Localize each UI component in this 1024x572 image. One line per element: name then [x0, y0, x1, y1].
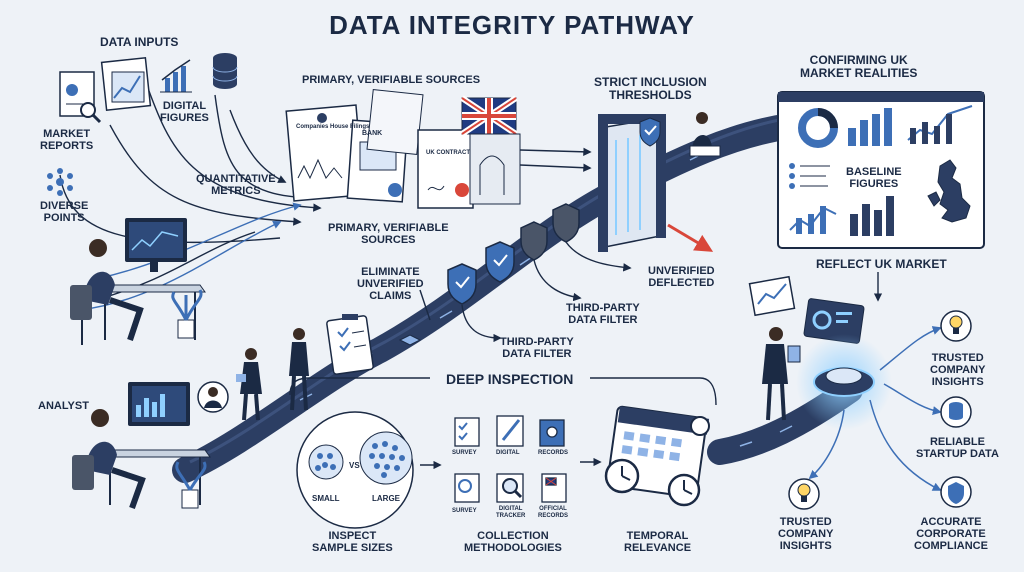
shield-icons: [447, 203, 580, 305]
presenter-figure: [762, 327, 801, 421]
uk-map-icon: [927, 159, 971, 223]
doc-bank: BANK: [362, 130, 383, 137]
shield-check-icon: [485, 241, 515, 283]
label-large: LARGE: [372, 494, 400, 503]
dashboard-panel: [777, 91, 985, 249]
label-analyst: ANALYST: [38, 400, 89, 412]
uk-flag-icon: [460, 95, 521, 205]
label-vs: VS: [349, 461, 360, 470]
method-survey-1: SURVEY: [452, 450, 477, 456]
shield-check-icon: [447, 263, 477, 305]
database-outcome-icon: [940, 396, 972, 428]
label-deep-inspection: DEEP INSPECTION: [446, 371, 574, 387]
hub-links: [808, 326, 942, 491]
clock-icon: [604, 416, 710, 507]
digital-chart-icon: [100, 57, 152, 111]
label-small: SMALL: [312, 494, 340, 503]
methodology-icons: [454, 415, 567, 503]
method-survey-2: SURVEY: [452, 508, 477, 514]
method-digital: DIGITAL: [496, 450, 520, 456]
inclusion-gate: [598, 112, 721, 252]
page-title: DATA INTEGRITY PATHWAY: [329, 10, 695, 40]
label-data-inputs: DATA INPUTS: [100, 35, 179, 49]
bar-chart-icon: [160, 59, 192, 93]
doc-uk-contract: UK CONTRACT: [426, 150, 470, 156]
analyst-desk-bottom: [72, 382, 211, 510]
doc-companies-house: Companies House Filings: [296, 124, 370, 130]
deep-inspection-bracket: [289, 377, 717, 406]
network-icon: [47, 168, 73, 196]
lightbulb-icon: [940, 310, 972, 342]
filter-arrows: [419, 241, 632, 343]
document-stack: [285, 89, 474, 209]
floating-chart-card: [748, 275, 796, 317]
input-flow-lines-blue: [79, 202, 302, 311]
plant-icon: [171, 289, 203, 339]
analyst-desk-top: [70, 218, 206, 345]
report-icon: [59, 71, 102, 124]
method-records: RECORDS: [538, 450, 569, 456]
label-primary-sources-top: PRIMARY, VERIFIABLE SOURCES: [302, 74, 481, 86]
filter-token: [398, 334, 422, 346]
shield-outcome-icon: [940, 476, 972, 508]
lightbulb-bottom-icon: [788, 478, 820, 510]
label-reflect-uk-market: REFLECT UK MARKET: [816, 257, 947, 271]
display-screen: [803, 298, 865, 344]
database-icon: [212, 53, 238, 89]
sample-size-panel: [296, 411, 414, 529]
people-walking: [197, 328, 309, 421]
glowing-hub: [796, 334, 892, 430]
checklist-clipboard: [326, 314, 374, 375]
